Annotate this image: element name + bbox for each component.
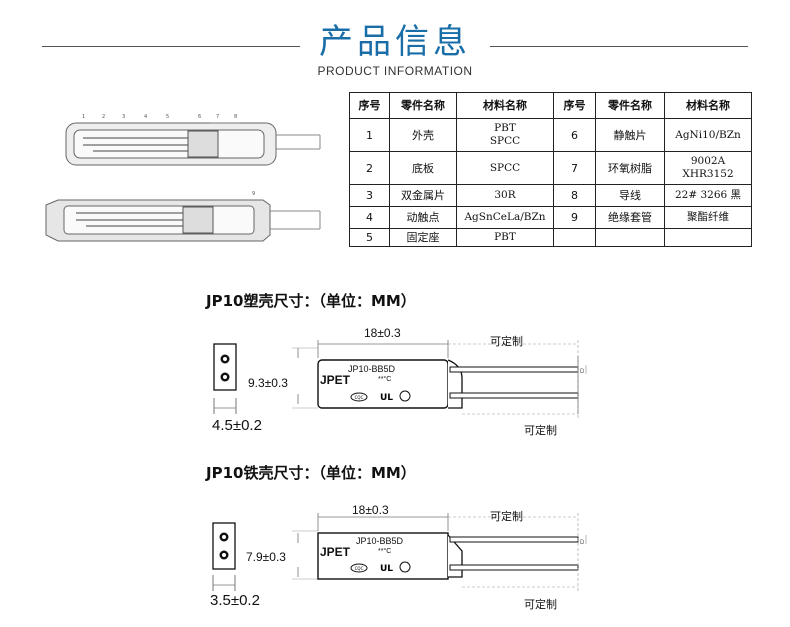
length-dimension: 18±0.3: [364, 326, 401, 340]
table-cell: 9002A XHR3152: [664, 151, 752, 185]
model-number: JP10-BB5D: [348, 364, 396, 374]
table-cell: 8: [553, 184, 596, 207]
custom-lead-label: 可定制: [524, 424, 557, 437]
custom-length-label: 可定制: [490, 335, 523, 348]
callout-5: 5: [166, 114, 169, 120]
title-rule-right: [490, 46, 748, 47]
table-cell: 聚酯纤维: [664, 206, 752, 229]
title-rule-left: [42, 46, 300, 47]
length-dimension: 18±0.3: [352, 503, 389, 517]
section-heading-iron: JP10铁壳尺寸：（单位：MM）: [206, 464, 416, 482]
callout-6: 6: [198, 114, 201, 120]
section-drawing-plastic: [65, 122, 321, 166]
end-view-plastic: [213, 343, 237, 391]
diameter-label: D: [580, 540, 585, 546]
callout-8: 8: [234, 114, 237, 120]
height-dimension: 9.3±0.3: [248, 376, 288, 390]
callout-2: 2: [102, 114, 105, 120]
table-cell: [664, 228, 752, 247]
approval-mark: [399, 561, 411, 573]
cqc-mark: [350, 563, 368, 573]
table-cell: 4: [349, 206, 390, 229]
model-number: JP10-BB5D: [356, 536, 404, 546]
callout-3: 3: [122, 114, 125, 120]
table-header: 序号: [349, 92, 390, 119]
table-cell: 1: [349, 118, 390, 152]
dimension-drawing-iron: CQC UL: [212, 513, 587, 591]
table-header-row: 序号 零件名称 材料名称 序号 零件名称 材料名称: [349, 92, 752, 119]
temperature-rating: **°C: [378, 548, 392, 555]
table-cell: PBT SPCC: [456, 118, 554, 152]
cqc-mark: [350, 392, 368, 402]
lead-wire: [449, 564, 579, 571]
table-cell: 固定座: [389, 228, 457, 247]
section-heading-plastic: JP10塑壳尺寸：（单位：MM）: [206, 292, 416, 310]
table-header: 序号: [553, 92, 596, 119]
cross-section-drawings: 1 2 3 4 5 6 7 8 9: [45, 114, 321, 242]
table-cell: SPCC: [456, 151, 554, 185]
brand-mark: JPET: [320, 373, 351, 387]
dimension-drawing-plastic: CQC UL: [213, 340, 587, 418]
approval-mark: [399, 390, 411, 402]
housing-iron: [317, 532, 449, 580]
table-cell: 6: [553, 118, 596, 152]
lead-wire: [449, 536, 579, 543]
table-cell: 30R: [456, 184, 554, 207]
table-header: 零件名称: [389, 92, 457, 119]
table-cell: 22# 3266 黑: [664, 184, 752, 207]
table-cell: AgSnCeLa/BZn: [456, 206, 554, 229]
table-header: 零件名称: [595, 92, 665, 119]
lead-wire: [449, 366, 579, 373]
table-cell: 3: [349, 184, 390, 207]
table-cell: [595, 228, 665, 247]
cqc-mark-label: CQC: [355, 566, 364, 571]
ul-mark: UL: [380, 393, 393, 403]
table-cell: 动触点: [389, 206, 457, 229]
table-cell: 7: [553, 151, 596, 185]
table-cell: 绝缘套管: [595, 206, 665, 229]
callout-4: 4: [144, 114, 147, 120]
table-cell: 2: [349, 151, 390, 185]
table-cell: PBT: [456, 228, 554, 247]
page-subtitle: PRODUCT INFORMATION: [317, 64, 473, 78]
diameter-label: D: [580, 369, 585, 375]
cqc-mark-label: CQC: [355, 395, 364, 400]
width-dimension: 4.5±0.2: [212, 417, 262, 434]
table-cell: 5: [349, 228, 390, 247]
height-dimension: 7.9±0.3: [246, 550, 286, 564]
section-drawing-iron: [45, 199, 321, 242]
callout-7: 7: [216, 114, 219, 120]
callout-9: 9: [252, 191, 255, 197]
temperature-rating: **°C: [378, 376, 392, 383]
table-cell: [553, 228, 596, 247]
ul-mark: UL: [380, 564, 393, 574]
brand-mark: JPET: [320, 545, 351, 559]
table-cell: 双金属片: [389, 184, 457, 207]
table-cell: 导线: [595, 184, 665, 207]
table-header: 材料名称: [664, 92, 752, 119]
table-cell: 静触片: [595, 118, 665, 152]
page-title: 产品信息: [319, 22, 471, 62]
table-header: 材料名称: [456, 92, 554, 119]
custom-lead-label: 可定制: [524, 598, 557, 611]
table-cell: 外壳: [389, 118, 457, 152]
lead-wire: [449, 392, 579, 399]
end-view-iron: [212, 522, 236, 570]
table-cell: 环氧树脂: [595, 151, 665, 185]
table-cell: AgNi10/BZn: [664, 118, 752, 152]
table-cell: 底板: [389, 151, 457, 185]
table-cell: 9: [553, 206, 596, 229]
callout-1: 1: [82, 114, 85, 120]
width-dimension: 3.5±0.2: [210, 592, 260, 609]
custom-length-label: 可定制: [490, 510, 523, 523]
